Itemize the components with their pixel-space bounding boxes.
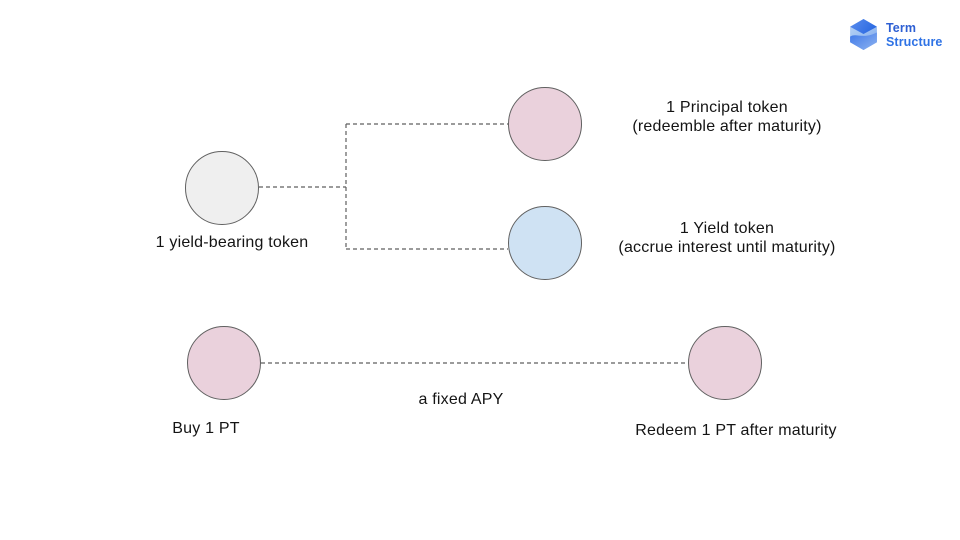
principal-token-subtitle: (redeemble after maturity) [632, 118, 822, 135]
yield-token-circle [508, 206, 582, 280]
yield-token-title: 1 Yield token [679, 220, 775, 237]
principal-token-circle [508, 87, 582, 161]
yield-bearing-token-label: 1 yield-bearing token [155, 234, 309, 251]
redeem-pt-circle [688, 326, 762, 400]
buy-pt-label: Buy 1 PT [172, 420, 240, 437]
yield-bearing-token-circle [185, 151, 259, 225]
yield-token-subtitle: (accrue interest until maturity) [618, 239, 836, 256]
fixed-apy-label: a fixed APY [418, 391, 504, 408]
principal-token-label: 1 Principal token (redeemble after matur… [567, 98, 887, 136]
logo-word-term: Term [886, 20, 917, 35]
term-structure-logo: Term Structure [847, 18, 942, 51]
cube-hexagon-icon [850, 19, 877, 50]
principal-token-title: 1 Principal token [666, 99, 788, 116]
yield-token-label: 1 Yield token (accrue interest until mat… [567, 219, 887, 257]
logo-word-structure: Structure [886, 34, 943, 49]
redeem-pt-label: Redeem 1 PT after maturity [635, 422, 837, 439]
logo-wordmark: Term Structure [886, 21, 942, 49]
buy-pt-circle [187, 326, 261, 400]
